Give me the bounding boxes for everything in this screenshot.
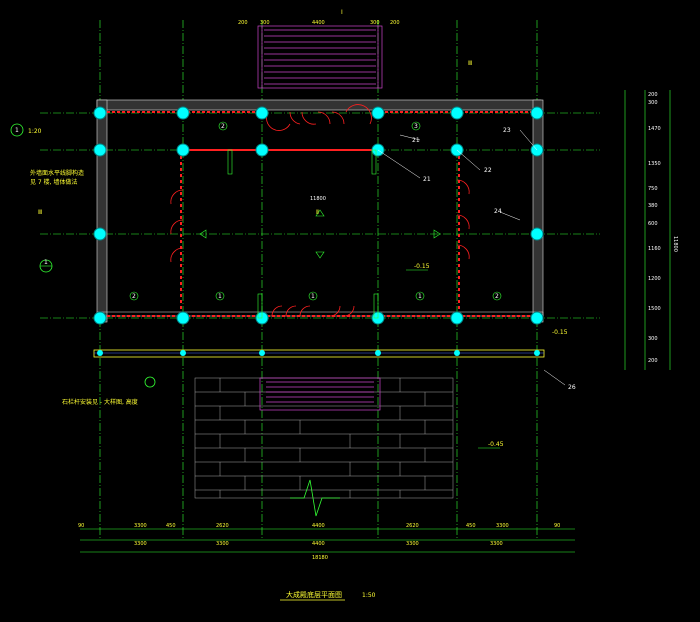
right-dim-7: 600 bbox=[648, 221, 658, 227]
bubble-2-text: 1 bbox=[44, 259, 48, 266]
bottom-dims-row1: 90 3300 450 2620 4400 2620 450 3300 90 bbox=[78, 523, 560, 529]
right-dim-2: 300 bbox=[648, 100, 658, 106]
level-3: -0.45 bbox=[488, 441, 504, 448]
callout-4: 23 bbox=[503, 127, 511, 134]
outer-wall bbox=[96, 99, 544, 323]
columns bbox=[93, 106, 544, 325]
marker-1: Ⅲ bbox=[468, 60, 472, 67]
marker-3: Ⅲ bbox=[38, 209, 42, 216]
right-dim-3: 1470 bbox=[648, 126, 661, 132]
terrace-band bbox=[93, 349, 545, 358]
marker-2: Ⅱ bbox=[316, 209, 319, 216]
bottom-dim2-4: 3300 bbox=[406, 541, 419, 547]
callout-6: 26 bbox=[568, 384, 576, 391]
bottom-dim-9: 90 bbox=[554, 523, 560, 529]
bottom-dim-6: 2620 bbox=[406, 523, 419, 529]
drawing-title: 大成殿底层平面图 bbox=[286, 590, 342, 599]
circ-num-1: 2 bbox=[221, 123, 225, 130]
top-dim-2: 300 bbox=[260, 20, 270, 26]
bottom-dim-1: 90 bbox=[78, 523, 84, 529]
top-dim-1: 200 bbox=[238, 20, 248, 26]
callout-5: 24 bbox=[494, 208, 502, 215]
note-bottom: 石栏杆安装见 - 大样图, 高度 bbox=[62, 398, 138, 406]
right-dims: 200 300 1470 1350 750 380 600 1160 1200 … bbox=[648, 92, 661, 364]
detail-bubble-3 bbox=[144, 376, 156, 388]
level-2: -0.15 bbox=[552, 329, 568, 336]
right-dim-10: 1500 bbox=[648, 306, 661, 312]
bottom-dim-7: 450 bbox=[466, 523, 476, 529]
right-dim-1: 200 bbox=[648, 92, 658, 98]
bottom-dim-8: 3300 bbox=[496, 523, 509, 529]
circ-num-2: 3 bbox=[414, 123, 418, 130]
bottom-stairs bbox=[259, 377, 381, 411]
red-walls bbox=[107, 111, 533, 317]
detail-scale: 1:20 bbox=[28, 128, 42, 135]
callouts bbox=[377, 129, 566, 386]
circ-num-6: 2 bbox=[132, 293, 136, 300]
drawing-scale: 1:50 bbox=[362, 592, 376, 599]
right-dim-12: 200 bbox=[648, 358, 658, 364]
note-left-line1: 外墙面水平线脚构造 bbox=[30, 169, 84, 177]
grid-label-top: I bbox=[341, 9, 343, 16]
right-dim-4: 1350 bbox=[648, 161, 661, 167]
level-1: -0.15 bbox=[414, 263, 430, 270]
pavement bbox=[194, 377, 454, 499]
detail-bubble-2: 1 bbox=[39, 259, 53, 273]
bubble-1-text: 1 bbox=[15, 127, 19, 134]
bottom-dim-5: 4400 bbox=[312, 523, 325, 529]
right-total: 11800 bbox=[672, 236, 678, 252]
callout-3: 22 bbox=[484, 167, 492, 174]
right-dim-8: 1160 bbox=[648, 246, 661, 252]
top-dim-3: 4400 bbox=[312, 20, 325, 26]
right-dim-11: 300 bbox=[648, 336, 658, 342]
right-dim-6: 380 bbox=[648, 203, 658, 209]
callout-1: 21 bbox=[423, 176, 431, 183]
bottom-dim-4: 2620 bbox=[216, 523, 229, 529]
bottom-dim2-3: 4400 bbox=[312, 541, 325, 547]
circ-num-4: 1 bbox=[418, 293, 422, 300]
top-dim-5: 200 bbox=[390, 20, 400, 26]
bottom-dims-row2: 3300 3300 4400 3300 3300 bbox=[134, 541, 503, 547]
door-swings bbox=[170, 104, 470, 317]
bottom-dim-3: 450 bbox=[166, 523, 176, 529]
bottom-dim2-2: 3300 bbox=[216, 541, 229, 547]
bottom-dim2-1: 3300 bbox=[134, 541, 147, 547]
top-dim-4: 300 bbox=[370, 20, 380, 26]
center-markers bbox=[199, 149, 441, 319]
right-dim-9: 1200 bbox=[648, 276, 661, 282]
circ-num-5: 1 bbox=[311, 293, 315, 300]
note-left-line2: 见 7 楼, 墙体做法 bbox=[30, 178, 77, 186]
top-stairs bbox=[257, 25, 383, 89]
break-line bbox=[290, 479, 340, 517]
callout-2: 21 bbox=[412, 137, 420, 144]
circled-numbers bbox=[129, 121, 502, 301]
circ-num-7: 2 bbox=[495, 293, 499, 300]
terrace-posts bbox=[97, 350, 540, 356]
bottom-dim-2: 3300 bbox=[134, 523, 147, 529]
circ-num-3: 1 bbox=[218, 293, 222, 300]
bottom-dim2-5: 3300 bbox=[490, 541, 503, 547]
detail-bubble-1: 1 1:20 bbox=[10, 123, 42, 137]
inner-dim: 11800 bbox=[310, 196, 326, 202]
right-dim-5: 750 bbox=[648, 186, 658, 192]
bottom-total: 18180 bbox=[312, 555, 328, 561]
